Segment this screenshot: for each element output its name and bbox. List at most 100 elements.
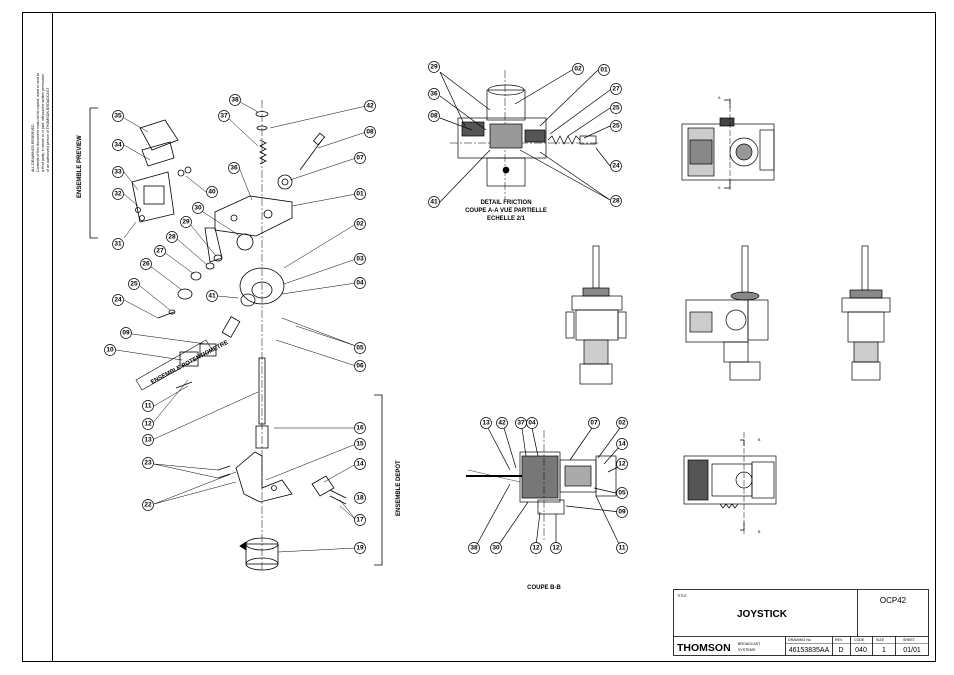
callout: 16 [354, 422, 366, 434]
exploded-callouts: 38 42 37 35 08 34 36 07 33 40 32 01 31 3… [104, 94, 376, 554]
svg-text:02: 02 [618, 420, 626, 427]
friction-spring [547, 135, 581, 145]
preview-screw-d [139, 215, 145, 221]
callout: 33 [112, 166, 124, 178]
base-screw-a [217, 465, 231, 471]
svg-text:28: 28 [168, 234, 176, 241]
svg-text:36: 36 [230, 165, 238, 172]
callout: 13 [480, 417, 492, 429]
callout: 02 [572, 63, 584, 75]
callout: 04 [526, 417, 538, 429]
code-value: 040 [855, 647, 867, 654]
title-block [673, 589, 929, 656]
callout: 09 [120, 327, 132, 339]
svg-text:38: 38 [470, 545, 478, 552]
bracket-preview [89, 107, 98, 239]
callout: 37 [218, 110, 230, 122]
callout: 34 [112, 139, 124, 151]
section-bb-title: COUPE B-B [527, 585, 561, 591]
drawing-ref: OCP42 [880, 596, 907, 605]
svg-text:37: 37 [220, 113, 228, 120]
top-view-a [681, 98, 775, 190]
preview-bracket [131, 171, 175, 223]
svg-text:34: 34 [114, 142, 122, 149]
bb-shaft-hatch [467, 469, 521, 483]
callout: 11 [616, 542, 628, 554]
callout: 05 [354, 342, 366, 354]
svg-text:01: 01 [356, 191, 364, 198]
company-sub-2: SYSTEMS [738, 648, 756, 652]
svg-text:10: 10 [106, 347, 114, 354]
bottom-knob-arrow [239, 541, 247, 551]
svg-text:05: 05 [356, 345, 364, 352]
callout: 07 [354, 152, 366, 164]
friction-hub [240, 293, 256, 307]
drawing-no-label: DRAWING No [788, 638, 811, 642]
preview-cap [139, 119, 179, 151]
svg-text:11: 11 [145, 403, 152, 410]
shaft-collar [255, 425, 269, 449]
svg-text:04: 04 [356, 280, 364, 287]
preview-screw-c [135, 207, 141, 213]
potentiometer-cover [199, 343, 217, 357]
bearing-inner [281, 178, 289, 186]
preview-screw-a [177, 169, 185, 177]
callout: 23 [142, 457, 154, 469]
callout: 35 [112, 110, 124, 122]
callout: 17 [354, 514, 366, 526]
svg-text:41: 41 [430, 199, 438, 206]
callout: 27 [154, 245, 166, 257]
svg-text:12: 12 [144, 421, 152, 428]
callout: 02 [616, 417, 628, 429]
washer-27 [190, 271, 202, 281]
svg-text:30: 30 [194, 205, 202, 212]
callout: 31 [112, 238, 124, 250]
washer-28 [205, 262, 215, 270]
svg-text:24: 24 [612, 163, 620, 170]
callout: 41 [206, 290, 218, 302]
size-value: 1 [882, 647, 886, 654]
callout: 36 [228, 162, 240, 174]
pin-head [312, 132, 326, 146]
detail-friction [439, 69, 611, 203]
svg-text:40: 40 [208, 189, 216, 196]
bottom-knob-base [245, 557, 279, 571]
callout: 05 [616, 487, 628, 499]
callout: 01 [354, 188, 366, 200]
svg-text:29: 29 [430, 64, 438, 71]
depot-pin-b [329, 495, 347, 505]
sheet-label: SHEET [903, 638, 916, 642]
svg-text:14: 14 [356, 461, 364, 468]
callout: 12 [530, 542, 542, 554]
depot-clip [311, 475, 335, 497]
section-bb-callouts: 13 42 37 04 07 02 14 12 05 09 38 30 12 1… [468, 417, 628, 554]
callout: 24 [610, 160, 622, 172]
callout: 08 [428, 110, 440, 122]
svg-text:07: 07 [356, 155, 364, 162]
svg-text:31: 31 [114, 241, 122, 248]
marker-a-top: A [718, 96, 721, 100]
callout: 41 [428, 196, 440, 208]
friction-subtitle: COUPE A-A VUE PARTIELLE [465, 208, 547, 214]
svg-text:08: 08 [366, 129, 374, 136]
bottom-knob-body [245, 543, 279, 565]
callout: 25 [128, 278, 140, 290]
company-logo: THOMSON [677, 642, 731, 654]
callout: 24 [112, 294, 124, 306]
potentiometer-body [179, 351, 199, 367]
marker-b-top: B [758, 438, 761, 442]
bracket-hole-b [230, 214, 238, 222]
friction-housing [486, 89, 526, 121]
svg-text:27: 27 [156, 248, 164, 255]
bracket-hole-a [263, 209, 273, 219]
copyright-line-2: Contents of this document must not be co… [36, 73, 40, 172]
potentiometre-banner [135, 339, 213, 391]
callout: 30 [192, 202, 204, 214]
callout: 15 [354, 438, 366, 450]
callout: 37 [515, 417, 527, 429]
spring [259, 139, 267, 165]
detail-friction-callouts: 29 36 08 41 02 01 27 25 25 24 28 [428, 61, 622, 208]
svg-text:08: 08 [430, 113, 438, 120]
svg-text:18: 18 [356, 495, 364, 502]
svg-text:30: 30 [492, 545, 500, 552]
